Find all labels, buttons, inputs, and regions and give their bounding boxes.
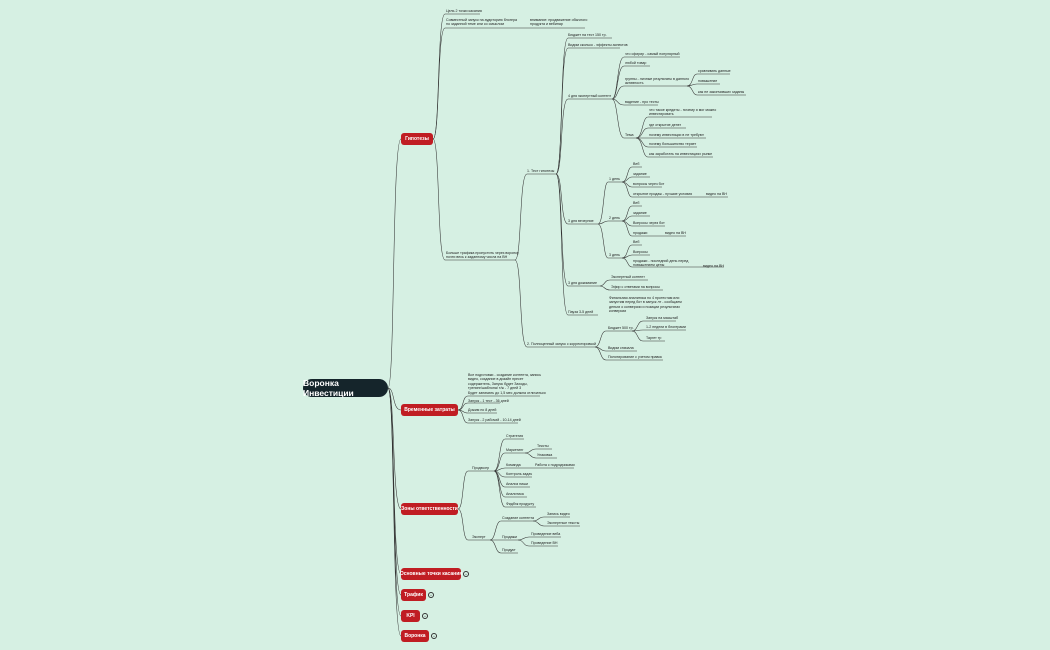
node[interactable]: Проведение ВН: [531, 541, 558, 545]
expand-funnel-icon[interactable]: +: [431, 633, 437, 639]
node[interactable]: Запись видео: [547, 512, 570, 516]
node[interactable]: сравнивать данные: [698, 69, 731, 73]
node[interactable]: Стратегия: [506, 434, 524, 438]
node[interactable]: Эфир с ответами на вопросы: [611, 285, 660, 289]
node[interactable]: Запуск - 2 рабочий - 10-14 дней: [468, 418, 521, 422]
expand-traffic-icon[interactable]: +: [428, 592, 434, 598]
node[interactable]: как не закончивших заданы: [698, 90, 745, 94]
expand-kpi-icon[interactable]: +: [422, 613, 428, 619]
node[interactable]: Проведение веба: [531, 532, 561, 536]
branch-traffic[interactable]: Трафик: [401, 589, 426, 601]
node[interactable]: Больше трафика пропустить через воронку,…: [446, 251, 520, 260]
node[interactable]: Экспертный контент: [611, 275, 645, 279]
node[interactable]: Пауза 3-5 дней: [568, 310, 594, 314]
node[interactable]: Анализ ниши: [506, 482, 529, 486]
node[interactable]: Вопросы: [633, 250, 648, 254]
node[interactable]: 1-2 недели в блогерами: [646, 325, 686, 329]
node[interactable]: задание: [633, 172, 647, 176]
node[interactable]: Веб: [633, 240, 640, 244]
node[interactable]: Создание контента: [502, 516, 534, 520]
node[interactable]: задание: [633, 211, 647, 215]
node[interactable]: Веб: [633, 162, 640, 166]
node[interactable]: Видим сколько - эффекты аспектов: [568, 43, 628, 47]
node[interactable]: продажи: [633, 231, 648, 235]
node[interactable]: Запуск на масштаб: [646, 316, 679, 320]
node[interactable]: Упаковка: [537, 453, 553, 457]
node[interactable]: Дожим по 8 дней: [468, 408, 497, 412]
node[interactable]: 1. Тест гипотезы: [527, 169, 555, 173]
node[interactable]: Тексты: [537, 444, 549, 448]
node[interactable]: 1 день: [609, 177, 620, 181]
node[interactable]: почему инвестиции в не требуют: [649, 133, 704, 137]
node[interactable]: 2 день: [609, 216, 620, 220]
node[interactable]: Пилотирование с учетом правок: [608, 355, 662, 359]
node[interactable]: видео на ВН: [703, 264, 724, 268]
node[interactable]: Запуск - 1 тест - 36 дней: [468, 399, 509, 403]
node[interactable]: Таргет тр: [646, 336, 662, 340]
node[interactable]: Эксперт: [472, 535, 486, 539]
node[interactable]: Фидбэк продукту: [506, 502, 535, 506]
node[interactable]: открытие продаж - лучшие условия: [633, 192, 693, 196]
root-topic[interactable]: Воронка Инвестиции: [303, 378, 388, 398]
node[interactable]: где открытие денег: [649, 123, 682, 127]
node[interactable]: Контроль задач: [506, 472, 533, 476]
node[interactable]: Бюджет на тест 150 тр.: [568, 33, 607, 37]
branch-time-costs[interactable]: Временные затраты: [401, 404, 458, 416]
node[interactable]: Аналитика: [506, 492, 524, 496]
expand-touchpoints-icon[interactable]: +: [463, 571, 469, 577]
node[interactable]: 3 день: [609, 253, 620, 257]
node[interactable]: повышение: [698, 79, 718, 83]
node[interactable]: Видим сначала: [608, 346, 634, 350]
node[interactable]: Продажи: [502, 535, 518, 539]
node[interactable]: 3 дня вечерние: [568, 219, 594, 223]
node[interactable]: вадение - про тесты: [625, 100, 659, 104]
node[interactable]: что сфирир - самый популярный: [625, 52, 680, 56]
node[interactable]: Экспертные тексты: [547, 521, 580, 525]
node[interactable]: 2. Полноценный запуск с корректировкой: [527, 342, 597, 346]
node[interactable]: Бюджет 500 тр.: [608, 326, 634, 330]
node[interactable]: как заработать на инвестициях рынке: [649, 152, 713, 156]
branch-hypotheses[interactable]: Гипотезы: [401, 133, 433, 145]
node[interactable]: любой товар: [625, 61, 647, 65]
node[interactable]: Маркетинг: [506, 448, 524, 452]
node[interactable]: Работа с подрядчиками: [535, 463, 575, 467]
node[interactable]: видео на ВН: [706, 192, 727, 196]
node[interactable]: видео на ВН: [665, 231, 686, 235]
node[interactable]: Тема: [625, 133, 634, 137]
node[interactable]: вопросы через бот: [633, 182, 665, 186]
node[interactable]: Цель 2 точки касания: [446, 9, 482, 13]
node[interactable]: 4 дня экспертный контент: [568, 94, 612, 98]
branch-funnel[interactable]: Воронка: [401, 630, 429, 642]
branch-responsibility[interactable]: Зоны ответственности: [401, 503, 458, 515]
node[interactable]: Вопросы через бот: [633, 221, 665, 225]
branch-touchpoints[interactable]: Основные точки касания: [400, 568, 462, 580]
node[interactable]: 3 дня дожимание: [568, 281, 597, 285]
node[interactable]: Веб: [633, 201, 640, 205]
branch-kpi[interactable]: KPI: [401, 610, 420, 622]
node[interactable]: почему большинство теряет: [649, 142, 697, 146]
node[interactable]: Продукт: [502, 548, 516, 552]
node[interactable]: Команда: [506, 463, 521, 467]
node[interactable]: Все подготовки - создание контента, запи…: [468, 373, 546, 395]
node[interactable]: Продюсер: [472, 466, 490, 470]
